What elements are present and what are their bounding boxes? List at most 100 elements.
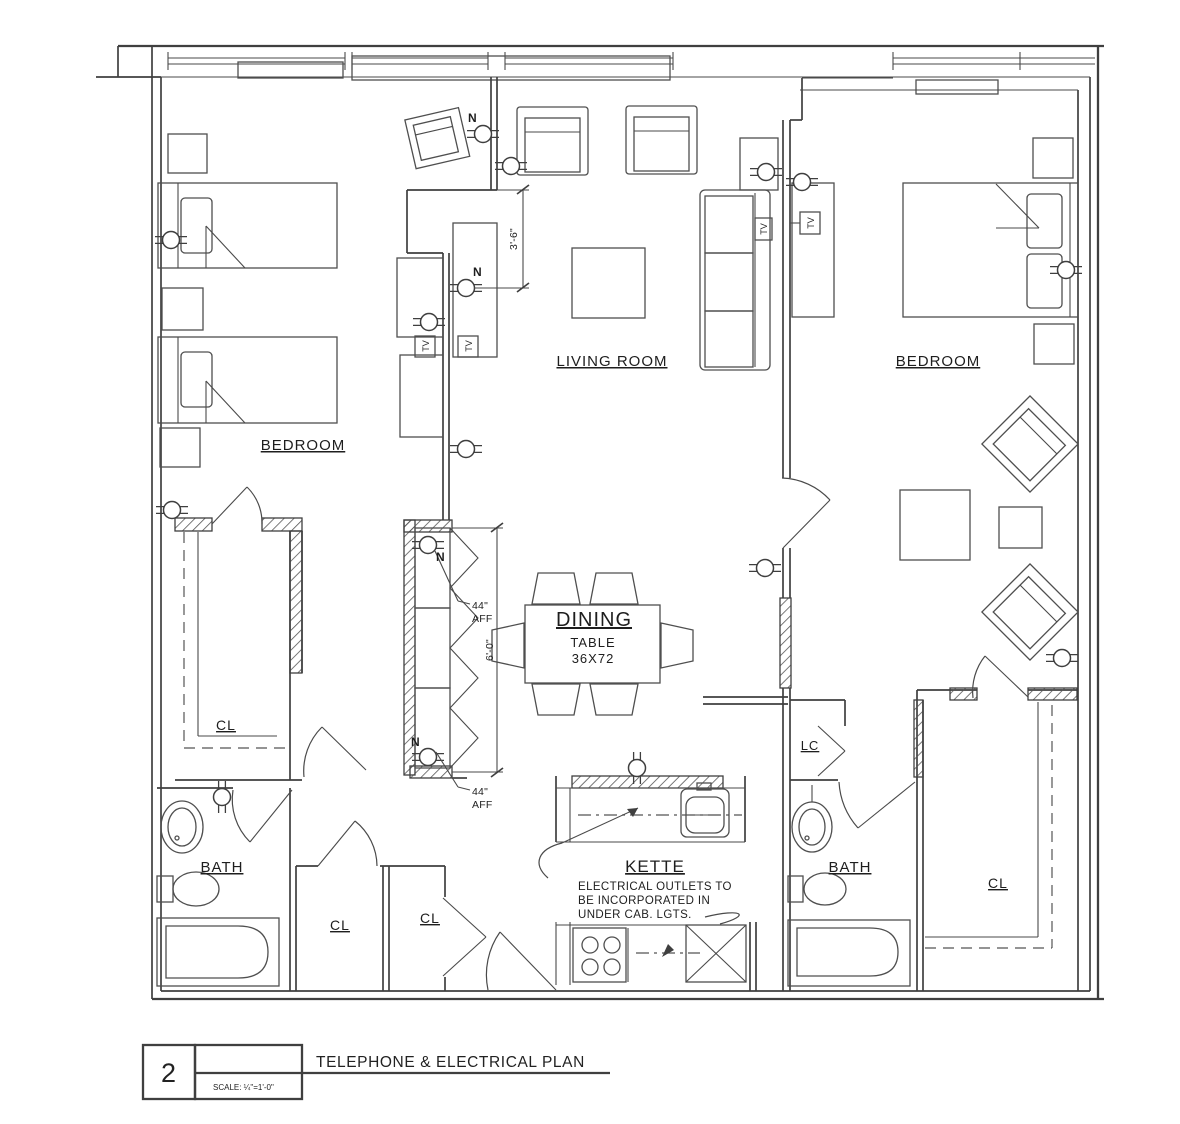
window-band (167, 52, 1095, 95)
side-table (998, 506, 1043, 549)
kitchenette-area (538, 782, 747, 985)
room-label-bath-left: BATH (201, 859, 244, 876)
window (167, 52, 346, 70)
kitchen-sink (680, 782, 730, 838)
hatch-wall (949, 687, 978, 701)
dresser (396, 257, 444, 338)
duplex-outlet-icon (154, 230, 188, 250)
dining-table-size-label: TABLE (570, 635, 615, 650)
detail-number: 2 (161, 1058, 177, 1088)
hatch-wall (1027, 687, 1078, 701)
door-closetB (972, 655, 1029, 699)
drawing-title: TELEPHONE & ELECTRICAL PLAN (316, 1054, 585, 1071)
coffee-table (571, 247, 646, 319)
hatch-wall (289, 530, 303, 674)
room-label-linen-closet: LC (801, 738, 820, 753)
bathtub (787, 919, 911, 987)
dresser (399, 354, 444, 438)
room-label-kitchenette: KETTE (625, 857, 685, 876)
door-unitA-entry (485, 931, 557, 991)
outer-walls (96, 44, 1104, 1001)
door-bathB (838, 781, 916, 829)
bathtub (156, 917, 280, 987)
duplex-outlet-icon (1045, 648, 1079, 668)
bath-left-fixtures (156, 800, 280, 987)
room-label-closet-2: CL (420, 910, 440, 926)
nightstand (159, 427, 201, 468)
nightstand (161, 287, 204, 331)
cooktop (572, 927, 627, 983)
door-linen-closet (817, 725, 846, 777)
door-hall-closet-1 (317, 820, 378, 867)
dining-chair (589, 572, 639, 605)
aff-callout-unit: AFF (472, 613, 492, 625)
armchair (625, 105, 698, 175)
window-sill (237, 61, 344, 79)
scale-label: SCALE: ¼"=1'-0" (213, 1083, 274, 1092)
tv-outlet: TV (457, 335, 479, 358)
dimension-text-closet: 6'-0" (484, 639, 496, 661)
toilet (787, 872, 847, 906)
room-label-living-room: LIVING ROOM (556, 353, 667, 370)
aff-callout-value: 44" (472, 600, 488, 612)
duplex-outlet-icon (212, 780, 232, 814)
dimension-line (452, 522, 504, 778)
hatched-walls (174, 517, 1078, 789)
dining-chair (589, 683, 639, 716)
duplex-outlet-icon (749, 162, 783, 182)
toilet (156, 871, 220, 907)
bedroomA-furniture (157, 106, 471, 468)
tv-outlet-label: TV (759, 223, 769, 235)
sink (791, 785, 833, 853)
tv-outlet: TV (790, 211, 821, 235)
kitchen-note-line3: UNDER CAB. LGTS. (578, 909, 692, 921)
window (892, 52, 1095, 70)
door-bathA (231, 789, 293, 843)
armchair (516, 106, 589, 176)
tv-outlet: TV (754, 217, 773, 241)
door-walkin-closet (211, 486, 263, 525)
bedroomB-furniture (791, 137, 1080, 662)
dining-furniture (491, 572, 694, 716)
room-label-bath-right: BATH (829, 859, 872, 876)
aff-callout-unit: AFF (472, 799, 492, 811)
duplex-outlet-icon (494, 156, 528, 176)
dining-chair (491, 622, 525, 669)
dining-chair (531, 572, 581, 605)
dining-table-size-value: 36X72 (572, 651, 615, 666)
title-block: 2 TELEPHONE & ELECTRICAL PLAN SCALE: ¼"=… (141, 1043, 610, 1101)
doors (211, 477, 1029, 991)
duplex-outlet-icon (748, 558, 782, 578)
nightstand (167, 133, 208, 174)
door-unitB-entry (781, 477, 831, 549)
bath-right-fixtures (787, 785, 911, 987)
hatch-wall (261, 517, 303, 532)
kitchen-note-line1: ELECTRICAL OUTLETS TO (578, 881, 732, 893)
dining-chair (660, 622, 694, 669)
side-table (739, 137, 779, 191)
window-sill (915, 79, 999, 95)
aff-callout-value: 44" (472, 786, 488, 798)
bifold-door (449, 527, 479, 769)
tv-outlet-label: TV (806, 217, 816, 229)
outlet-n-tag: N (468, 111, 477, 125)
room-label-dining: DINING (556, 609, 632, 631)
outlet-n-tag: N (473, 265, 482, 279)
room-label-bedroom-left: BEDROOM (261, 437, 346, 454)
outlet-n-tag: N (411, 735, 420, 749)
sink (160, 800, 204, 854)
hatch-wall (174, 517, 213, 532)
lower-counter (555, 912, 747, 985)
tv-outlet: TV (414, 335, 436, 358)
duplex-outlet-icon (449, 439, 483, 459)
dining-chair (531, 683, 581, 716)
window-sill (351, 55, 671, 81)
hatch-wall (779, 597, 792, 689)
room-label-bedroom-right: BEDROOM (896, 353, 981, 370)
closet-rods (183, 532, 1053, 949)
living-room-furniture (452, 105, 779, 371)
room-label-walkin-closet: CL (216, 717, 236, 733)
table (899, 489, 971, 561)
dresser-tv (791, 182, 835, 318)
